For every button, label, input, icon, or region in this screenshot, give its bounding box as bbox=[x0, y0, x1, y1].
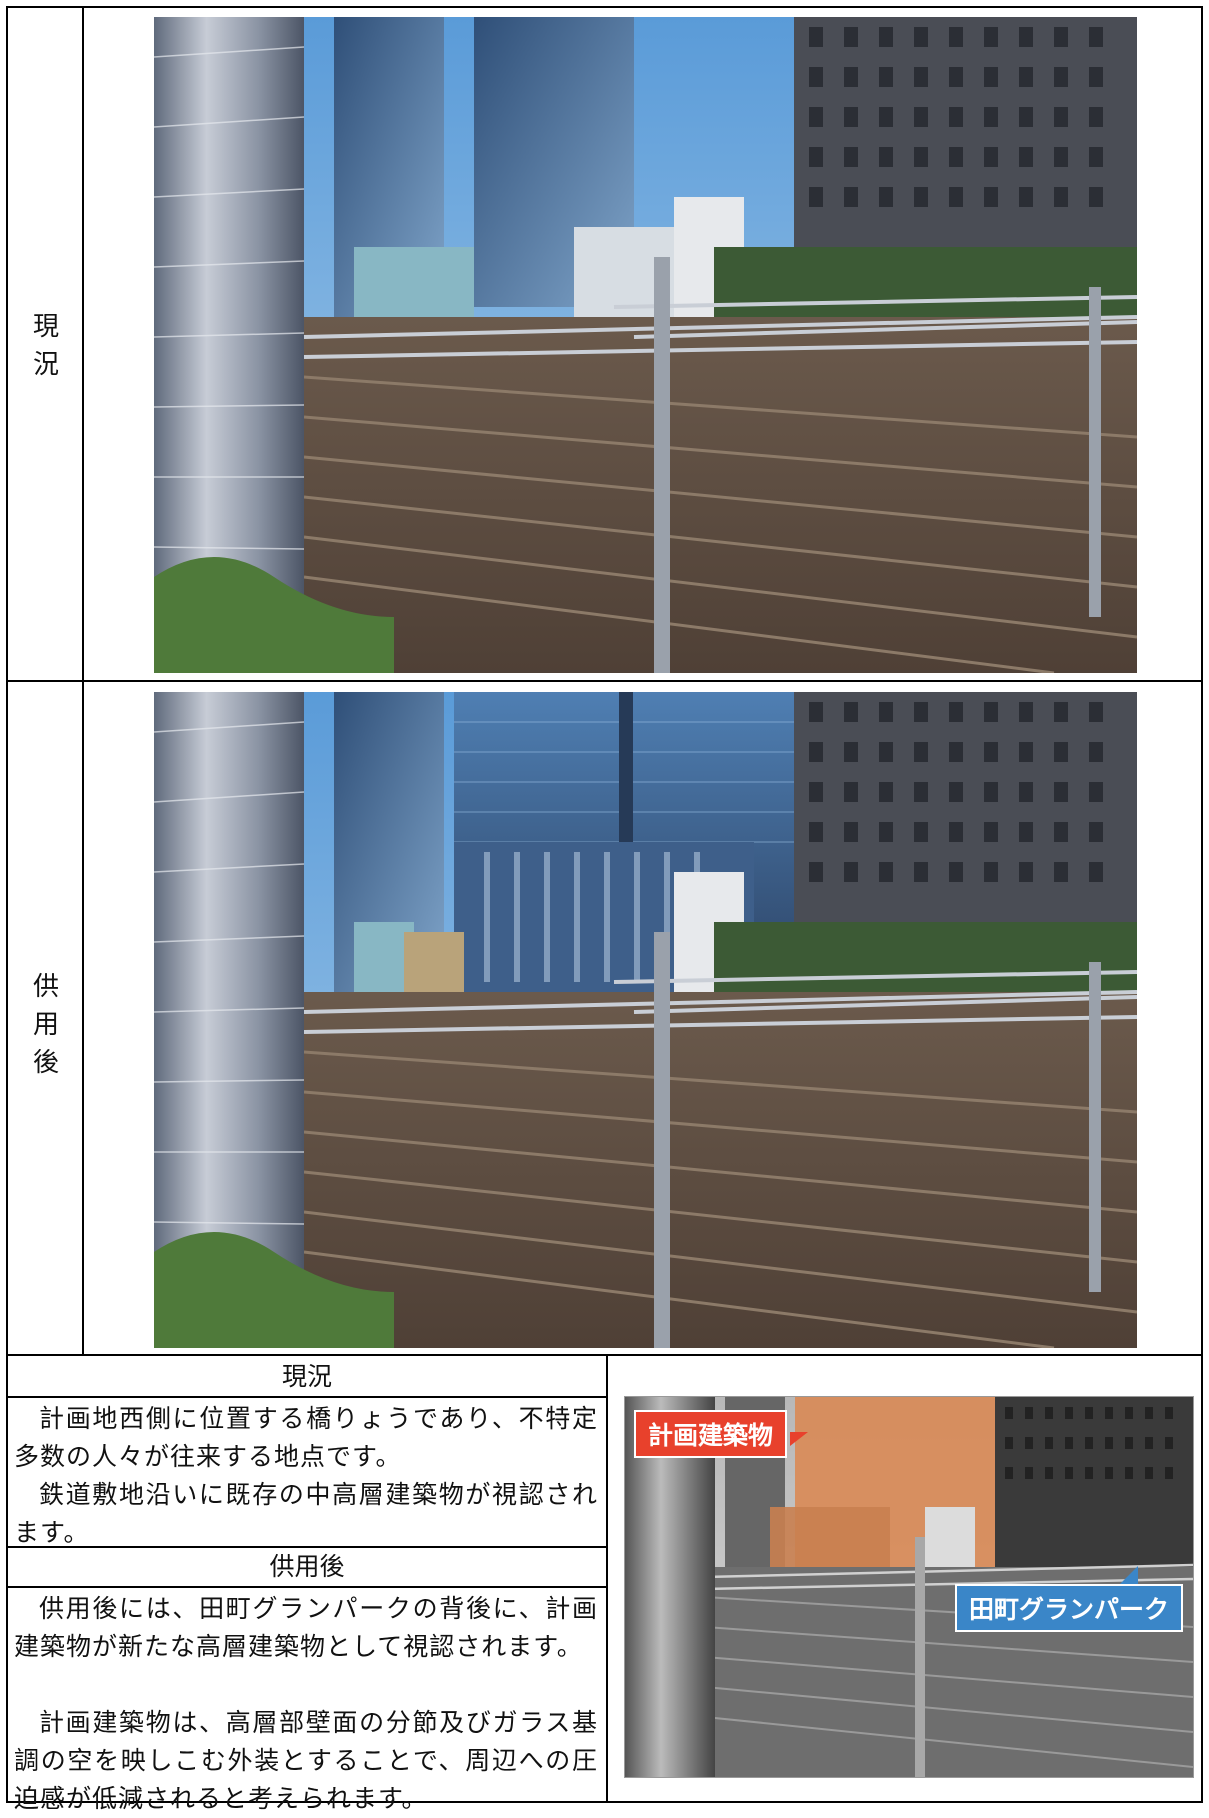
planned-building-callout-pointer bbox=[790, 1432, 808, 1446]
after-label-char-1: 供 bbox=[32, 972, 59, 1002]
after-side-label: 供 用 後 bbox=[8, 968, 84, 1082]
after-photo bbox=[154, 692, 1137, 1348]
current-label-char-1: 現 bbox=[32, 312, 59, 342]
after-label-char-2: 用 bbox=[32, 1010, 59, 1040]
current-side-label: 現 況 bbox=[8, 308, 84, 384]
current-label-char-2: 況 bbox=[32, 350, 59, 380]
page-frame bbox=[6, 6, 1203, 1803]
after-heading-topline bbox=[6, 1546, 608, 1548]
annotated-photo bbox=[624, 1396, 1194, 1778]
after-paragraph-1: 供用後には、田町グランパークの背後に、計画建築物が新たな高層建築物として視認され… bbox=[14, 1594, 598, 1661]
bottom-column-divider bbox=[606, 1354, 608, 1803]
current-heading: 現況 bbox=[281, 1362, 332, 1391]
tamachi-callout: 田町グランパーク bbox=[955, 1584, 1184, 1632]
current-paragraph-2: 鉄道敷地沿いに既存の中高層建築物が視認されます。 bbox=[14, 1480, 598, 1547]
row-divider-1 bbox=[6, 680, 1203, 682]
after-label-char-3: 後 bbox=[32, 1048, 59, 1078]
after-heading-underline bbox=[6, 1586, 608, 1588]
current-heading-underline bbox=[6, 1396, 608, 1398]
after-paragraph-2: 計画建築物は、高層部壁面の分節及びガラス基調の空を映しこむ外装とすることで、周辺… bbox=[14, 1708, 598, 1813]
tamachi-callout-pointer bbox=[1120, 1566, 1138, 1584]
after-heading: 供用後 bbox=[269, 1552, 345, 1581]
current-paragraph-1: 計画地西側に位置する橋りょうであり、不特定多数の人々が往来する地点です。 bbox=[14, 1404, 598, 1471]
current-photo bbox=[154, 17, 1137, 673]
row-divider-2 bbox=[6, 1354, 1203, 1356]
planned-building-callout: 計画建築物 bbox=[634, 1410, 788, 1458]
